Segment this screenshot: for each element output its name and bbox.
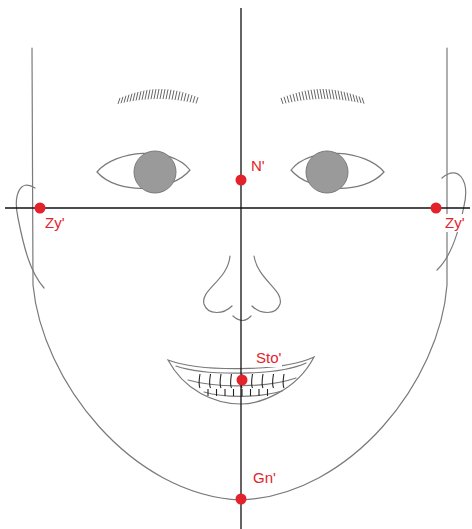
tooth-edge <box>233 389 234 396</box>
tooth-edge <box>283 374 285 388</box>
eyebrow-stroke <box>148 90 150 100</box>
tooth-edge <box>272 374 274 388</box>
tooth-edge <box>207 389 208 396</box>
eyebrow-stroke <box>172 90 174 99</box>
eyebrow-stroke <box>320 89 322 99</box>
landmark-dot <box>236 494 247 505</box>
landmark-dots <box>35 175 442 505</box>
eyebrow-stroke <box>287 96 289 103</box>
landmark-dot <box>431 203 442 214</box>
eyebrow-stroke <box>284 97 286 103</box>
eyebrow-stroke <box>326 89 328 99</box>
eyebrow-stroke <box>323 89 325 99</box>
tooth-edge <box>220 374 222 388</box>
eyebrow-stroke <box>281 98 283 104</box>
eyebrow-stroke <box>299 92 301 101</box>
tooth-edge <box>258 389 259 396</box>
eyebrow-stroke <box>193 96 195 103</box>
eyebrow-stroke <box>344 92 346 101</box>
tooth-edge <box>199 374 201 388</box>
tooth-edge <box>216 389 217 396</box>
eyebrow-stroke <box>181 92 183 100</box>
landmark-dot <box>35 203 46 214</box>
face-outline <box>32 48 447 500</box>
eyebrow-stroke <box>317 89 319 99</box>
tooth-edge <box>251 374 253 388</box>
eyebrow-stroke <box>305 91 307 100</box>
landmark-dot <box>236 175 247 186</box>
nose <box>204 256 281 321</box>
right-ear <box>437 173 466 270</box>
left-iris <box>134 151 176 193</box>
eyebrow-stroke <box>196 97 198 103</box>
eyebrow-stroke <box>302 91 304 100</box>
tooth-edge <box>262 374 264 388</box>
eyebrow-stroke <box>121 97 123 103</box>
lower-teeth-line <box>204 391 282 396</box>
bizygomatic-line <box>5 207 470 208</box>
eyebrow-stroke <box>160 89 162 99</box>
landmark-label: Sto' <box>255 349 282 367</box>
eyebrow-stroke <box>332 90 334 100</box>
eyebrow-stroke <box>362 98 364 104</box>
tooth-edge <box>230 374 232 388</box>
eyebrow-stroke <box>353 94 355 101</box>
eyebrow-stroke <box>308 90 310 99</box>
eyebrow-stroke <box>124 96 126 103</box>
eyebrow-stroke <box>329 89 331 99</box>
eyebrow-stroke <box>166 89 168 99</box>
eyebrow-stroke <box>190 95 192 102</box>
eyebrow-stroke <box>296 93 298 101</box>
eyebrow-stroke <box>293 94 295 102</box>
eyebrow-stroke <box>311 90 313 100</box>
tooth-edge <box>224 389 225 396</box>
midline <box>240 8 241 529</box>
eyebrow-stroke <box>130 94 132 102</box>
right-iris <box>306 151 348 193</box>
eyebrow-stroke <box>314 89 316 99</box>
eyebrow-stroke <box>169 90 171 100</box>
eyebrow-stroke <box>145 90 147 99</box>
eyebrow-stroke <box>133 93 135 101</box>
eyebrow-stroke <box>142 91 144 100</box>
eyebrow-stroke <box>157 89 159 99</box>
eyebrow-stroke <box>127 95 129 102</box>
tooth-edge <box>267 389 268 396</box>
landmark-dot <box>237 375 248 386</box>
eyebrow-stroke <box>335 90 337 100</box>
tooth-edge <box>250 389 251 396</box>
landmark-label: Gn' <box>252 469 277 487</box>
eyebrow-stroke <box>359 96 361 103</box>
eyebrow-stroke <box>175 91 177 100</box>
eyebrow-stroke <box>163 89 165 99</box>
landmark-label: Zy' <box>444 214 466 232</box>
eyebrow-stroke <box>136 92 138 101</box>
landmark-label: Zy' <box>44 214 66 232</box>
eyebrow-stroke <box>290 95 292 102</box>
eyebrow-stroke <box>341 91 343 100</box>
eyebrow-stroke <box>118 98 120 104</box>
eyebrow-stroke <box>356 95 358 102</box>
eyebrow-stroke <box>139 91 141 100</box>
eyebrow-stroke <box>187 94 189 102</box>
eyebrow-stroke <box>350 94 352 102</box>
left-ear <box>16 185 44 288</box>
eyebrow-stroke <box>338 91 340 100</box>
eyebrow-stroke <box>347 93 349 101</box>
landmark-label: N' <box>250 157 266 175</box>
eyebrow-stroke <box>151 89 153 99</box>
tooth-edge <box>209 374 211 388</box>
eyebrow-stroke <box>154 89 156 99</box>
eyebrow-stroke <box>184 93 186 101</box>
eyebrow-stroke <box>178 91 180 100</box>
